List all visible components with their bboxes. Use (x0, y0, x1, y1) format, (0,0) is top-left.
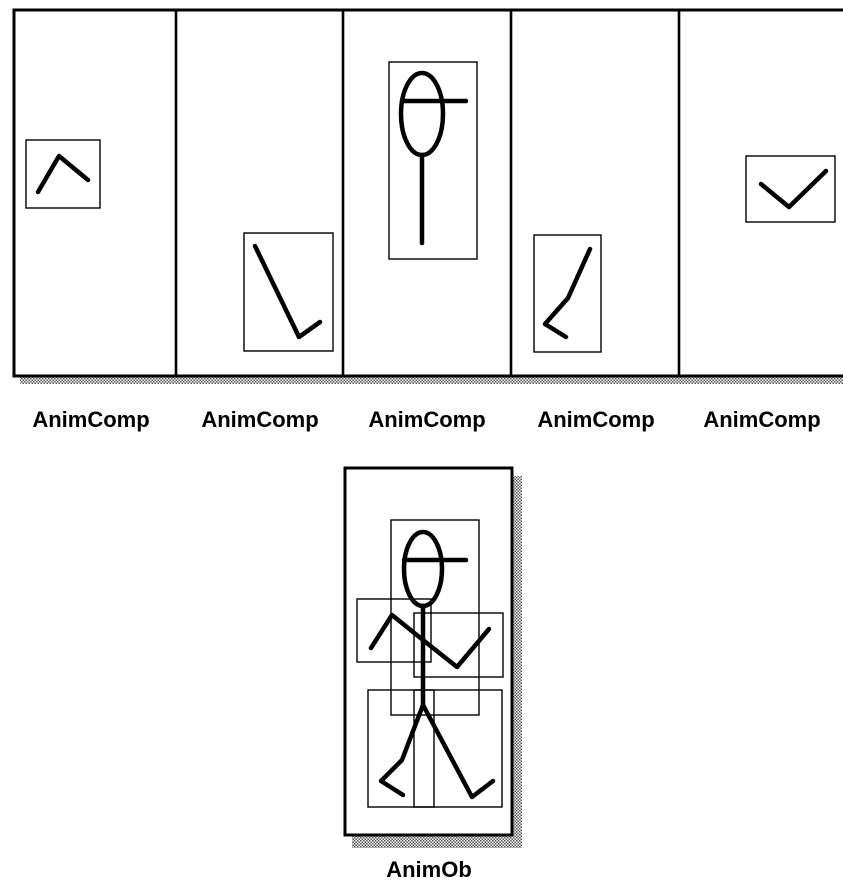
component-labels: AnimComp AnimComp AnimComp AnimComp Anim… (32, 407, 820, 432)
anim-object-label: AnimOb (386, 857, 472, 882)
component-label: AnimComp (201, 407, 318, 432)
component-label: AnimComp (703, 407, 820, 432)
component-label: AnimComp (368, 407, 485, 432)
component-label: AnimComp (537, 407, 654, 432)
components-row (14, 10, 843, 384)
anim-object-panel (345, 468, 522, 848)
anim-object-shadow-bottom (352, 835, 522, 848)
anim-object-border (345, 468, 512, 835)
components-row-border (14, 10, 843, 376)
component-label: AnimComp (32, 407, 149, 432)
